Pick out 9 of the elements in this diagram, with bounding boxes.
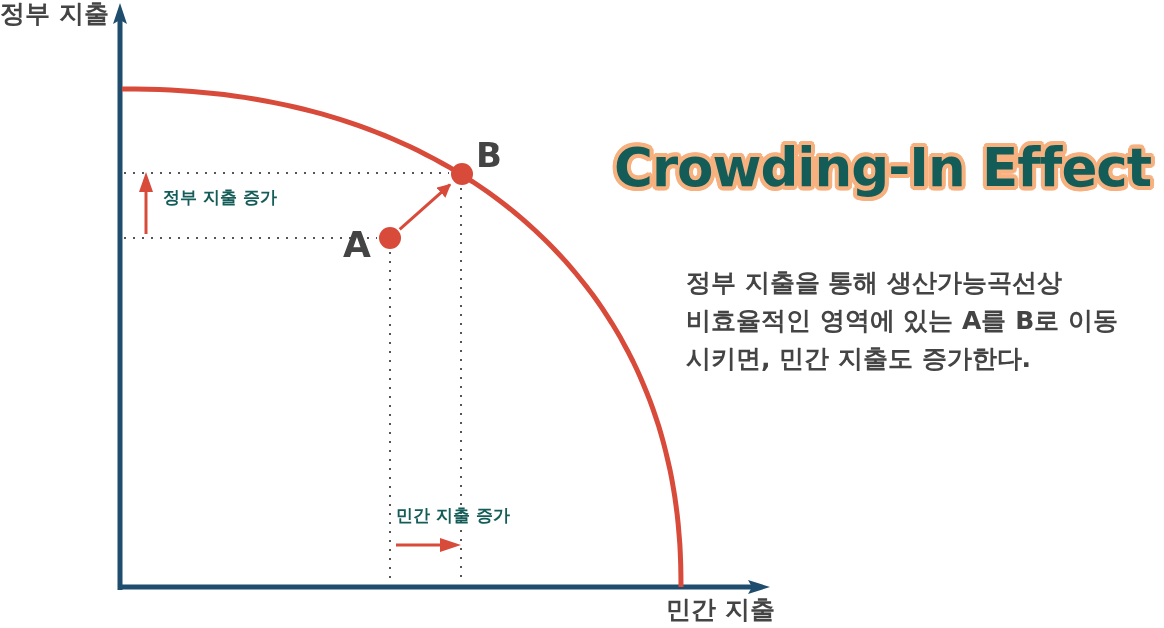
point-label: B (476, 138, 502, 174)
direction-label: 민간 지출 증가 (396, 506, 510, 526)
description-text: 정부 지출을 통해 생산가능곡선상 비효율적인 영역에 있는 A를 B로 이동 시키면, 민간 지출도 증가한다. (686, 267, 1119, 375)
arrow (398, 183, 451, 231)
point-label: A (343, 226, 371, 264)
title: Crowding-In Effect (614, 138, 1152, 199)
direction-label: 정부 지출 증가 (163, 188, 277, 208)
axis-label: 정부 지출 (0, 0, 109, 29)
axis-label: 민간 지출 (666, 596, 775, 625)
